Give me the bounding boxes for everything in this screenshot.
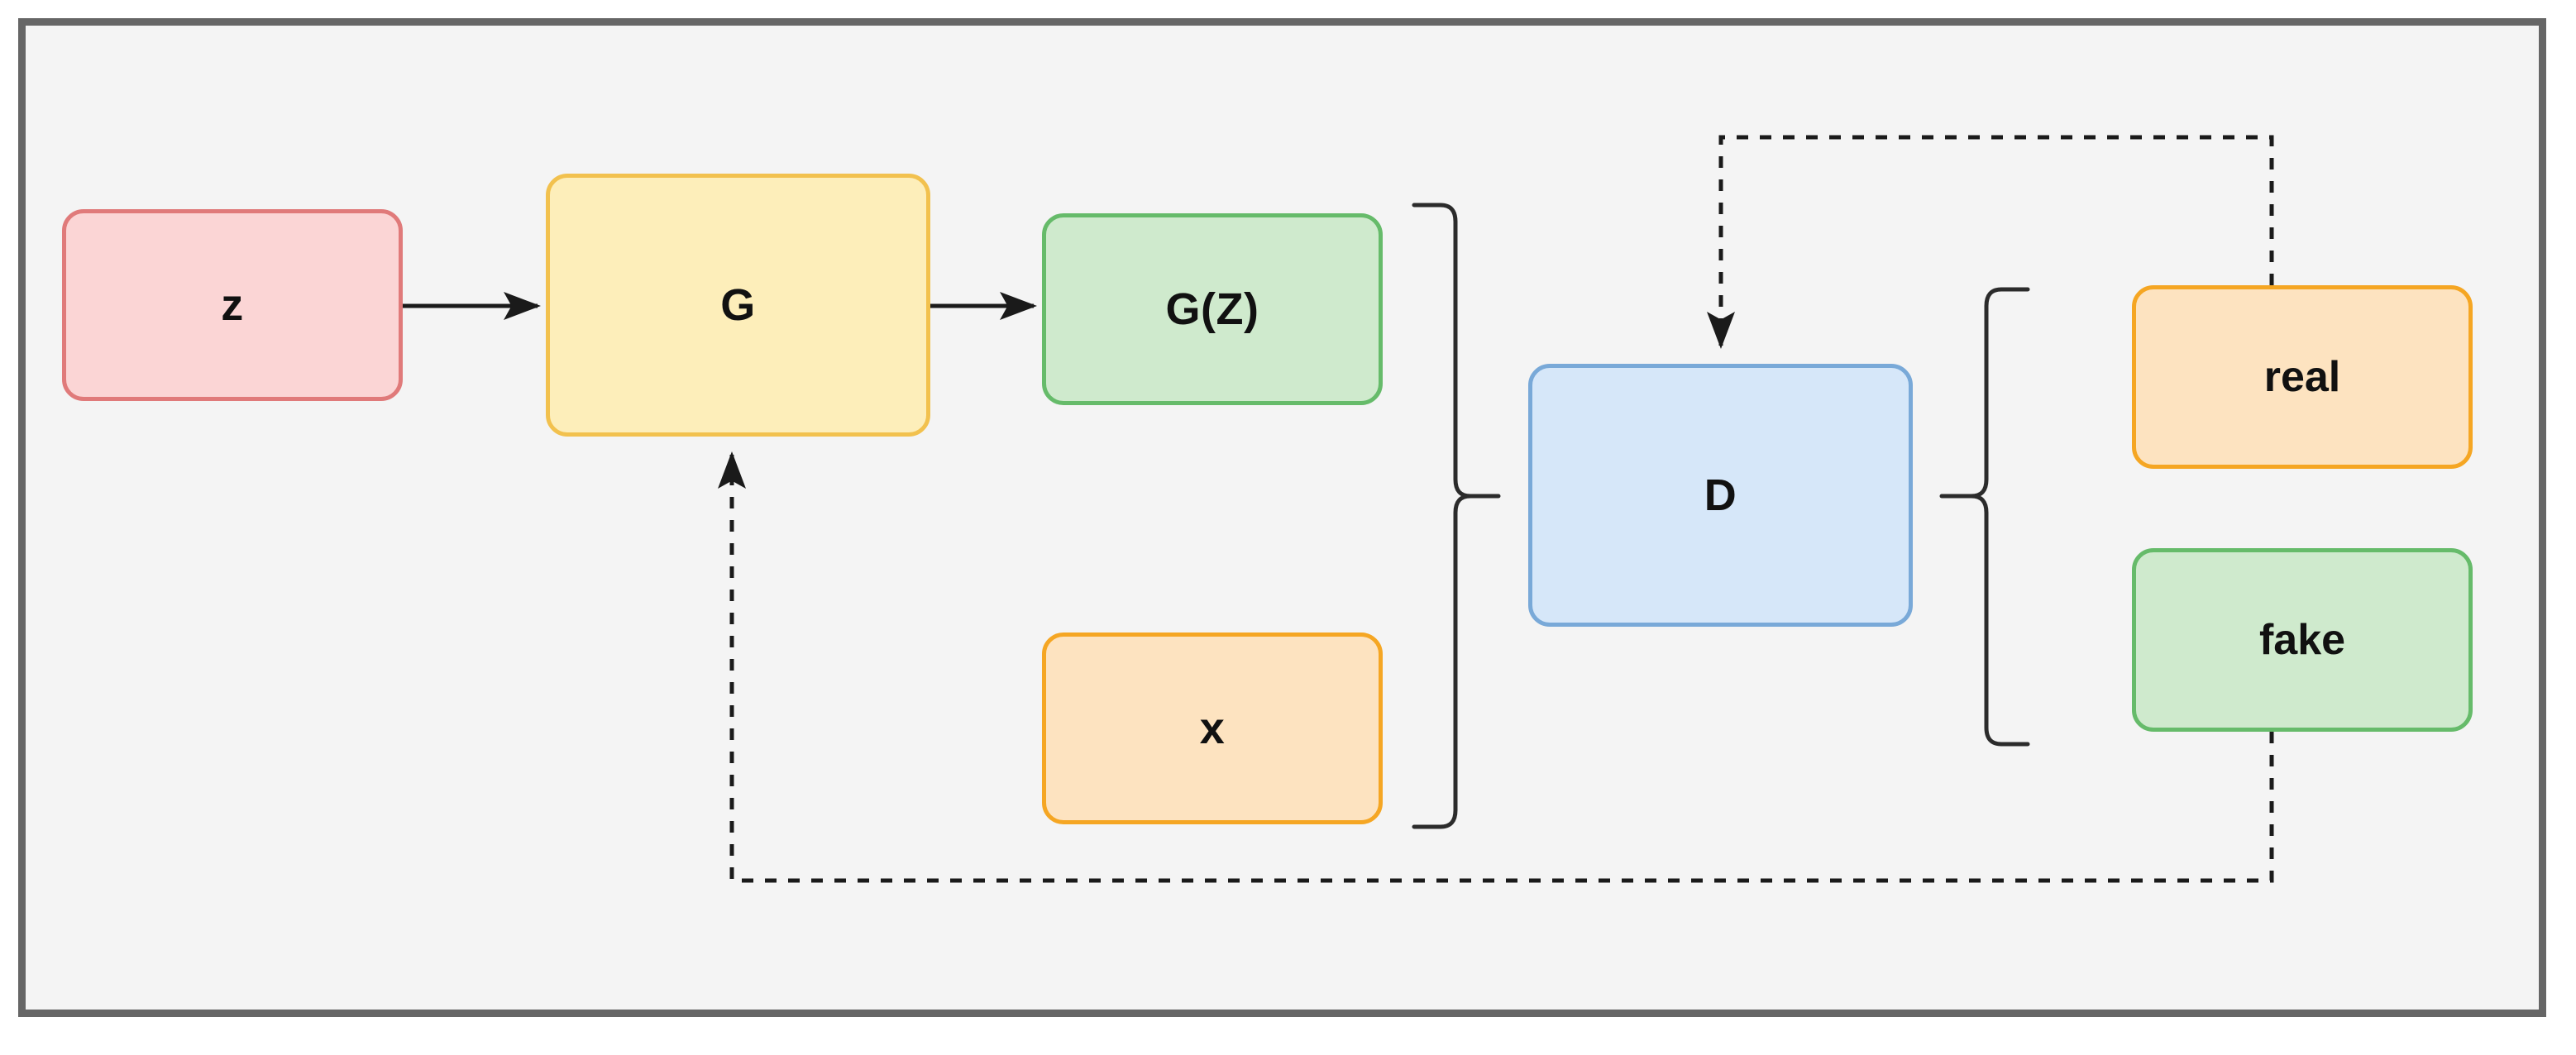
node-z-label: z bbox=[221, 280, 244, 330]
node-discriminator-label: D bbox=[1704, 470, 1737, 520]
diagram-frame bbox=[18, 18, 2546, 1017]
node-discriminator[interactable]: D bbox=[1528, 364, 1913, 627]
node-output-real[interactable]: real bbox=[2132, 285, 2473, 469]
node-generator-label: G bbox=[720, 280, 756, 330]
node-generated-sample-label: G(Z) bbox=[1165, 284, 1259, 334]
node-real-sample[interactable]: x bbox=[1042, 633, 1383, 824]
node-output-fake-label: fake bbox=[2258, 616, 2346, 664]
node-generated-sample[interactable]: G(Z) bbox=[1042, 213, 1383, 405]
node-output-fake[interactable]: fake bbox=[2132, 548, 2473, 732]
node-real-sample-label: x bbox=[1199, 704, 1226, 753]
node-generator[interactable]: G bbox=[546, 174, 930, 437]
node-output-real-label: real bbox=[2263, 353, 2341, 401]
node-z[interactable]: z bbox=[62, 209, 403, 401]
